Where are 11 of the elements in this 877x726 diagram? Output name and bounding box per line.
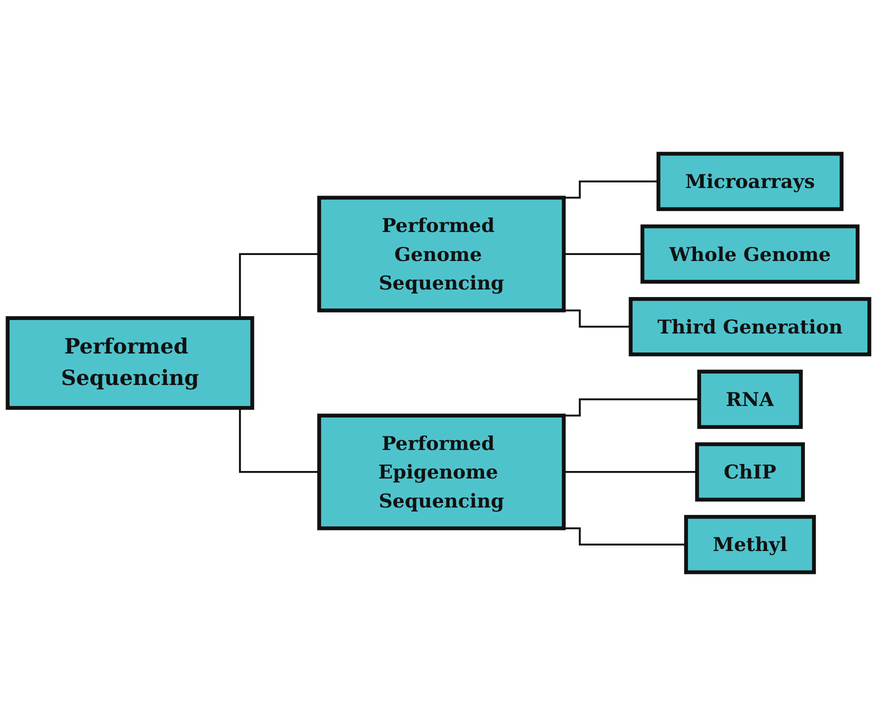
node-box: Performed Epigenome Sequencing [317,414,566,530]
node-box: Performed Genome Sequencing [317,196,566,312]
node-box: Whole Genome [640,224,860,284]
node-box: Third Generation [628,297,872,356]
node-box: RNA [697,370,803,429]
node-box: Methyl [684,514,816,574]
connector [564,470,698,473]
connector [564,253,642,256]
node-box: Performed Sequencing [6,316,254,410]
node-box: ChIP [695,442,805,502]
node-box: Microarrays [656,152,844,212]
